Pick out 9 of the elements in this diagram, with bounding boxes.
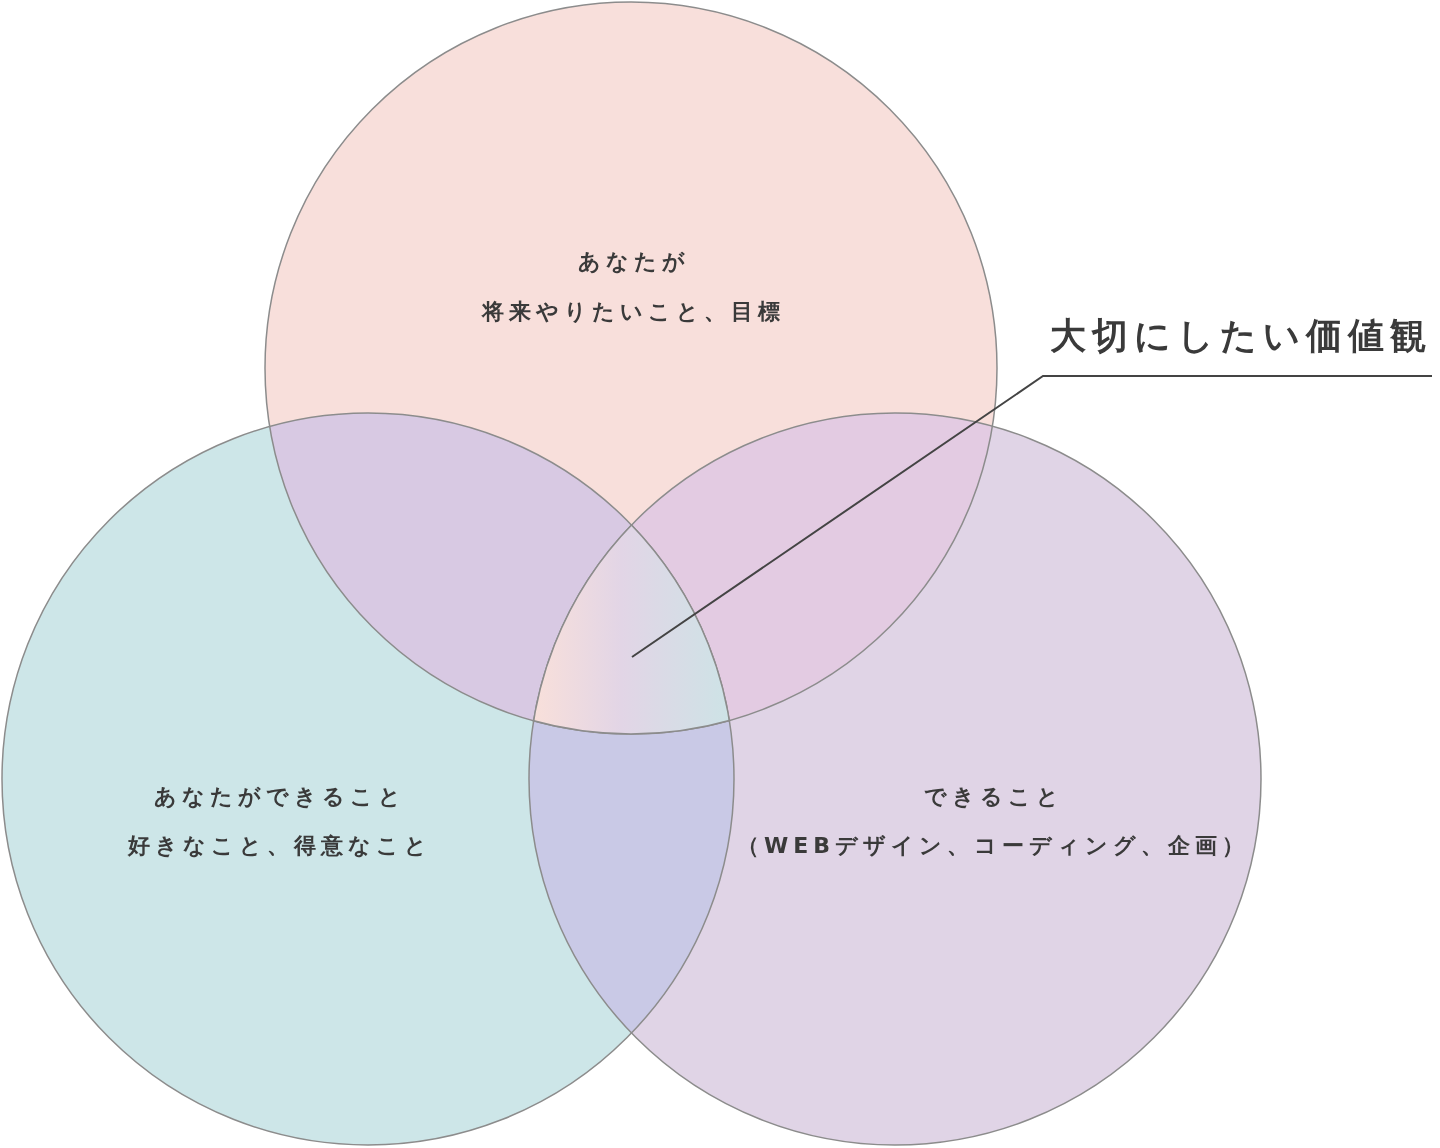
venn-label: 好きなこと、得意なこと [128,832,432,860]
venn-label: あなたができること [154,783,406,811]
venn-label: 将来やりたいこと、目標 [482,298,785,326]
leader-line [631,375,1433,658]
venn-label: できること [924,783,1064,811]
venn-label: （WEBデザイン、コーディング、企画） [737,832,1250,860]
overlap-area [528,719,735,1034]
venn-label: あなたが [578,248,690,276]
callout-text: 大切にしたい価値観 [1043,312,1432,376]
